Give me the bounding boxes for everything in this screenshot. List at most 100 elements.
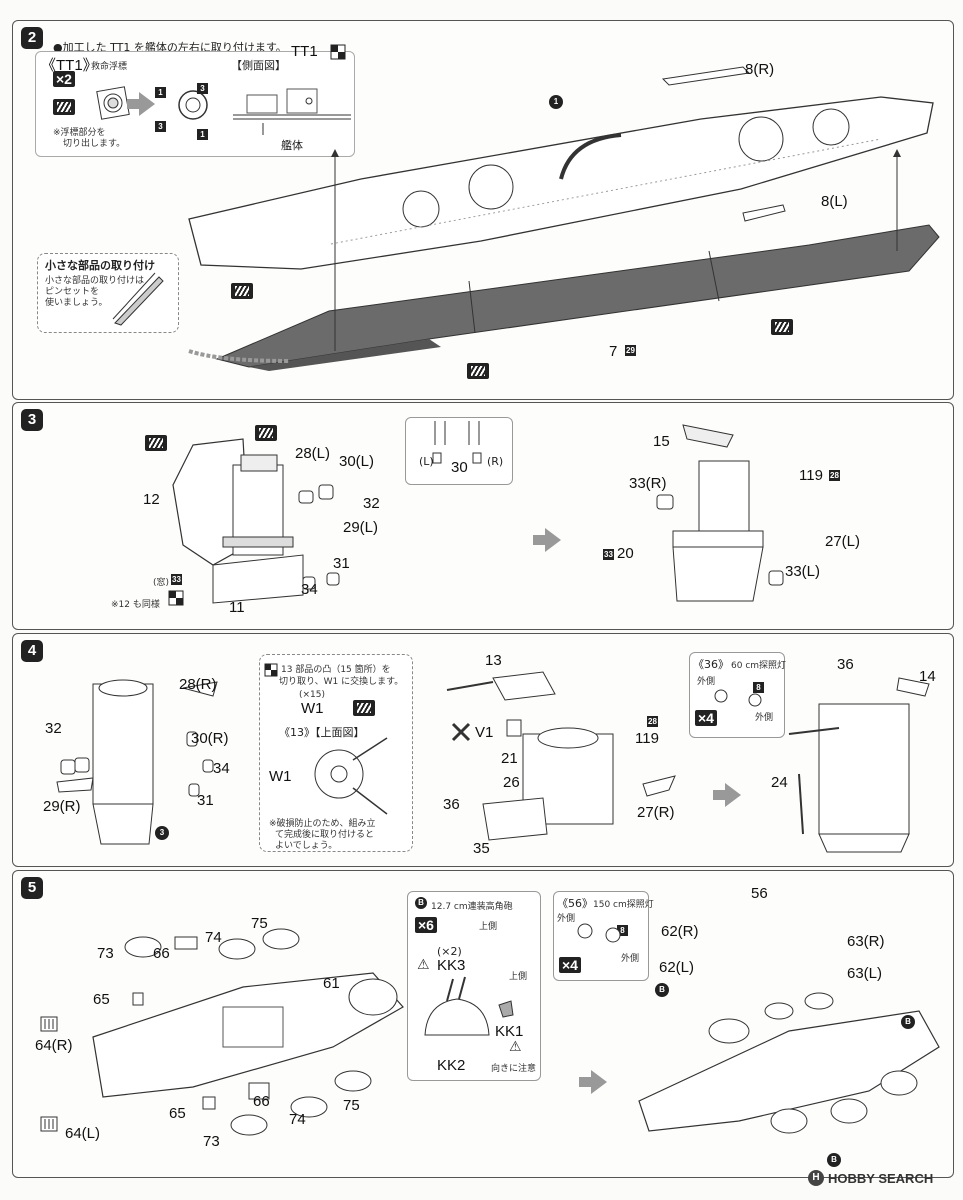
window-label: (窓) bbox=[153, 578, 170, 588]
top-view-title: 《13》【上面図】 bbox=[279, 726, 365, 739]
part-label: 66 bbox=[153, 945, 170, 962]
cutter-icon bbox=[451, 722, 471, 742]
step-note: ●加工した TT1 を艦体の左右に取り付けます。 bbox=[53, 41, 287, 54]
part-label: 73 bbox=[97, 945, 114, 962]
parts-8-drawing bbox=[661, 66, 786, 222]
tweezers-line: 使いましょう。 bbox=[45, 298, 108, 308]
assembly-lines bbox=[331, 149, 901, 351]
part-label: 33(R) bbox=[629, 475, 667, 492]
kk1-label: KK1 bbox=[495, 1023, 524, 1040]
part-label: 119 bbox=[799, 467, 823, 484]
superstructure-complete-drawing bbox=[638, 992, 940, 1134]
sprue-icon bbox=[40, 1116, 58, 1132]
part-label: 31 bbox=[197, 792, 214, 809]
part-label: 66 bbox=[253, 1093, 270, 1110]
up-side: 上側 bbox=[509, 972, 528, 982]
side-view-title: 【側面図】 bbox=[231, 59, 286, 72]
caution-icon: ⚠ bbox=[417, 957, 430, 973]
part-label: 13 bbox=[485, 652, 502, 669]
searchlight-title: 《56》 bbox=[557, 897, 593, 910]
detail-left: (L) bbox=[419, 455, 434, 468]
part-label: 30(L) bbox=[339, 453, 375, 470]
part-label: 36 bbox=[443, 796, 460, 813]
side-view-drawing bbox=[233, 88, 351, 135]
w1-line: 13 部品の凸（15 箇所）を bbox=[281, 665, 391, 675]
attach-icon bbox=[168, 590, 184, 606]
sprue-tag: 28 bbox=[647, 716, 658, 727]
part-label: 74 bbox=[289, 1111, 306, 1128]
watermark-logo: HOBBY SEARCH bbox=[828, 1170, 934, 1186]
part-label: 75 bbox=[251, 915, 268, 932]
part-label: 7 bbox=[609, 343, 618, 360]
part-label: 74 bbox=[205, 929, 222, 946]
part-label: 65 bbox=[93, 991, 110, 1008]
part-label: 119 bbox=[635, 730, 659, 747]
sprue-tag: 28 bbox=[829, 470, 840, 481]
part-label: 63(R) bbox=[847, 933, 885, 950]
step-number: 4 bbox=[21, 640, 43, 662]
outside-label: 外側 bbox=[621, 954, 640, 964]
gun-mounts-drawing bbox=[124, 928, 372, 1136]
bridge-complete-drawing bbox=[788, 677, 930, 853]
marker: 3 bbox=[197, 83, 208, 94]
part-label: 28(L) bbox=[295, 445, 331, 462]
marker: 1 bbox=[155, 87, 166, 98]
lifebuoy-drawing bbox=[178, 90, 208, 120]
step-2-panel: 2 ●加工した TT1 を艦体の左右に取り付けます。 《TT1》 救命浮標 ×2… bbox=[12, 20, 954, 400]
glue-icon bbox=[255, 425, 277, 441]
part-label: 14 bbox=[919, 668, 936, 685]
tt1-tag: TT1 bbox=[291, 43, 318, 60]
part-label: V1 bbox=[475, 724, 494, 741]
superstructure-base-drawing bbox=[92, 972, 404, 1098]
step-number: 5 bbox=[21, 877, 43, 899]
part-label: 20 bbox=[617, 545, 634, 562]
arrow-icon bbox=[545, 528, 561, 552]
part-label: 35 bbox=[473, 840, 490, 857]
attach-icon bbox=[330, 44, 346, 60]
searchlight-icon bbox=[714, 689, 762, 707]
arrow-icon bbox=[579, 1077, 591, 1087]
hull-deck-drawing bbox=[188, 96, 934, 270]
part-label: 64(L) bbox=[65, 1125, 101, 1142]
searchlight-icon bbox=[577, 923, 621, 943]
bridge-left-drawing bbox=[172, 438, 340, 604]
gun-tag: B bbox=[415, 897, 427, 909]
up-side: 上側 bbox=[479, 922, 498, 932]
arrow-icon bbox=[591, 1070, 607, 1094]
outside-label: 外側 bbox=[557, 914, 576, 924]
glue-icon bbox=[145, 435, 167, 451]
part-30-detail-drawing bbox=[432, 421, 482, 464]
multiplier-badge: ×4 bbox=[695, 710, 717, 726]
part-label: 36 bbox=[837, 656, 854, 673]
kk2-label: KK2 bbox=[437, 1057, 466, 1074]
multiplier-badge: ×4 bbox=[559, 957, 581, 973]
step-number: 3 bbox=[21, 409, 43, 431]
part-label: 30(R) bbox=[191, 730, 229, 747]
arrow-icon bbox=[139, 92, 155, 116]
glue-icon bbox=[353, 700, 375, 716]
part-label: 27(R) bbox=[637, 804, 675, 821]
sprue-tag: 33 bbox=[603, 549, 614, 560]
arrow-icon bbox=[533, 535, 545, 545]
gun-title: 12.7 cm連装高角砲 bbox=[431, 902, 513, 912]
part-label: 8(L) bbox=[821, 193, 848, 210]
w1-label: W1 bbox=[269, 768, 292, 785]
glue-icon bbox=[231, 283, 253, 299]
searchlight-subtitle: 150 cm探照灯 bbox=[593, 900, 654, 910]
sprue-tag: 29 bbox=[625, 345, 636, 356]
part-label: 11 bbox=[229, 599, 245, 616]
part-label: 75 bbox=[343, 1097, 360, 1114]
tweezers-line: 小さな部品の取り付けは bbox=[45, 276, 145, 286]
part-label: 63(L) bbox=[847, 965, 883, 982]
tweezers-title: 小さな部品の取り付け bbox=[45, 259, 155, 272]
part-label: 64(R) bbox=[35, 1037, 73, 1054]
part-number-badge: 1 bbox=[549, 95, 563, 109]
same-note: ※12 も同様 bbox=[111, 600, 160, 610]
arrow-icon bbox=[725, 783, 741, 807]
part-number-badge: 3 bbox=[155, 826, 169, 840]
part-label: 21 bbox=[501, 750, 518, 767]
sprue-tag: 8 bbox=[617, 925, 628, 936]
part-label: 24 bbox=[771, 774, 788, 791]
part-label: 29(L) bbox=[343, 519, 379, 536]
part-label: 33(L) bbox=[785, 563, 821, 580]
